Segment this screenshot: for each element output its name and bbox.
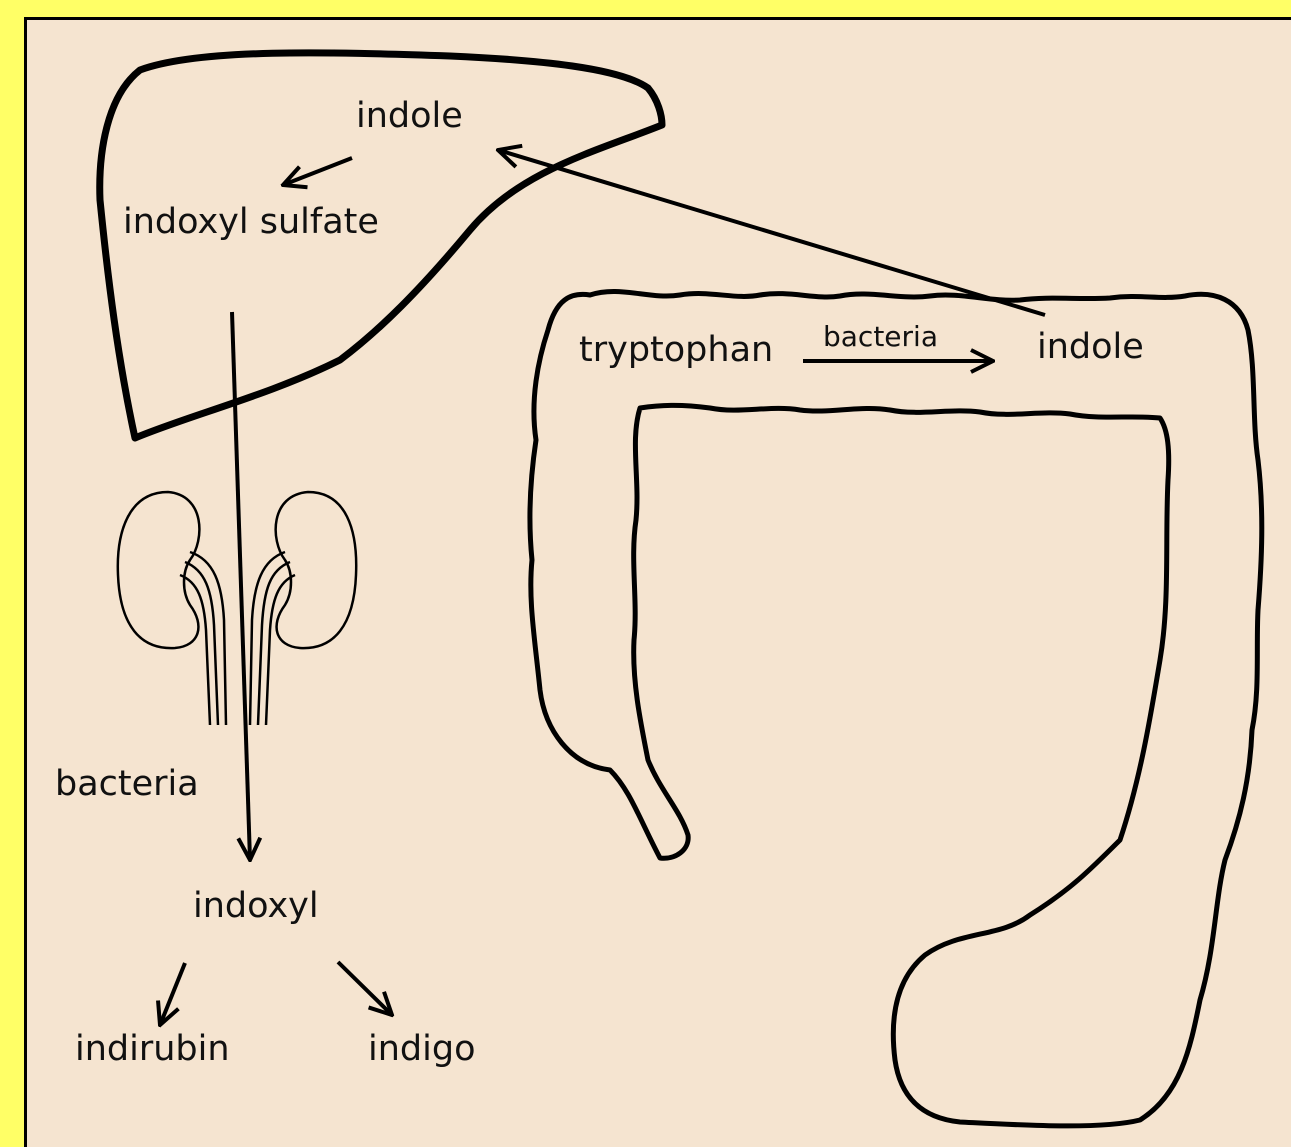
indoxyl-sulfate-to-indoxyl-arrow <box>232 312 250 860</box>
indirubin-label: indirubin <box>75 1029 230 1069</box>
kidneys-icon <box>118 492 356 725</box>
indoxyl-to-indigo-arrow <box>338 962 392 1015</box>
indole-to-indoxyl-sulfate-arrow <box>283 158 352 185</box>
liver-indole-label: indole <box>356 96 463 136</box>
indoxyl-sulfate-label: indoxyl sulfate <box>123 202 379 242</box>
indoxyl-to-indirubin-arrow <box>160 963 185 1025</box>
colon-icon <box>530 291 1262 1125</box>
tryptophan-label: tryptophan <box>579 330 773 370</box>
indole-to-liver-arrow <box>498 150 1045 315</box>
urine-bacteria-label: bacteria <box>55 764 199 804</box>
colon-bacteria-label: bacteria <box>823 320 938 353</box>
colon-indole-label: indole <box>1037 327 1144 367</box>
indigo-label: indigo <box>368 1029 475 1069</box>
indoxyl-label: indoxyl <box>193 886 319 926</box>
